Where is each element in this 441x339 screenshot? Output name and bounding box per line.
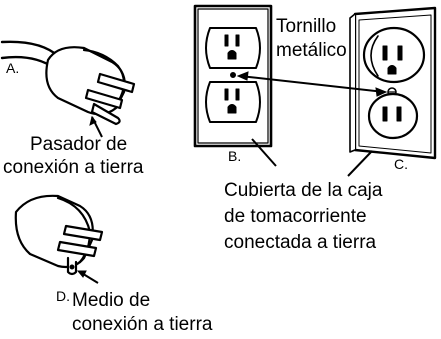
label-d: D. xyxy=(56,288,70,304)
callout-ground-means-line2: conexión a tierra xyxy=(72,314,213,335)
screw-arrow xyxy=(239,75,385,93)
box-cover-leader-b xyxy=(251,138,277,167)
callout-ground-pin-line1: Pasador de xyxy=(30,134,128,155)
callout-screw-line2: metálico xyxy=(276,40,347,61)
wall-outlet-illustration xyxy=(349,6,437,160)
box-cover-leader-c xyxy=(347,150,373,177)
callout-ground-pin-line2: conexión a tierra xyxy=(3,157,144,178)
callout-screw-line1: Tornillo xyxy=(276,16,337,37)
grounded-outlet-box-cover xyxy=(193,4,273,148)
callout-box-cover-line2: de tomacorriente xyxy=(224,206,367,227)
three-prong-plug-illustration xyxy=(0,40,136,126)
callout-box-cover-line3: conectada a tierra xyxy=(224,232,377,253)
label-c: C. xyxy=(394,156,408,172)
label-a: A. xyxy=(6,60,20,76)
grounding-adapter-illustration xyxy=(14,194,104,276)
label-b: B. xyxy=(228,148,242,164)
callout-ground-means-line1: Medio de xyxy=(72,290,151,311)
callout-box-cover-line1: Cubierta de la caja xyxy=(224,180,383,201)
